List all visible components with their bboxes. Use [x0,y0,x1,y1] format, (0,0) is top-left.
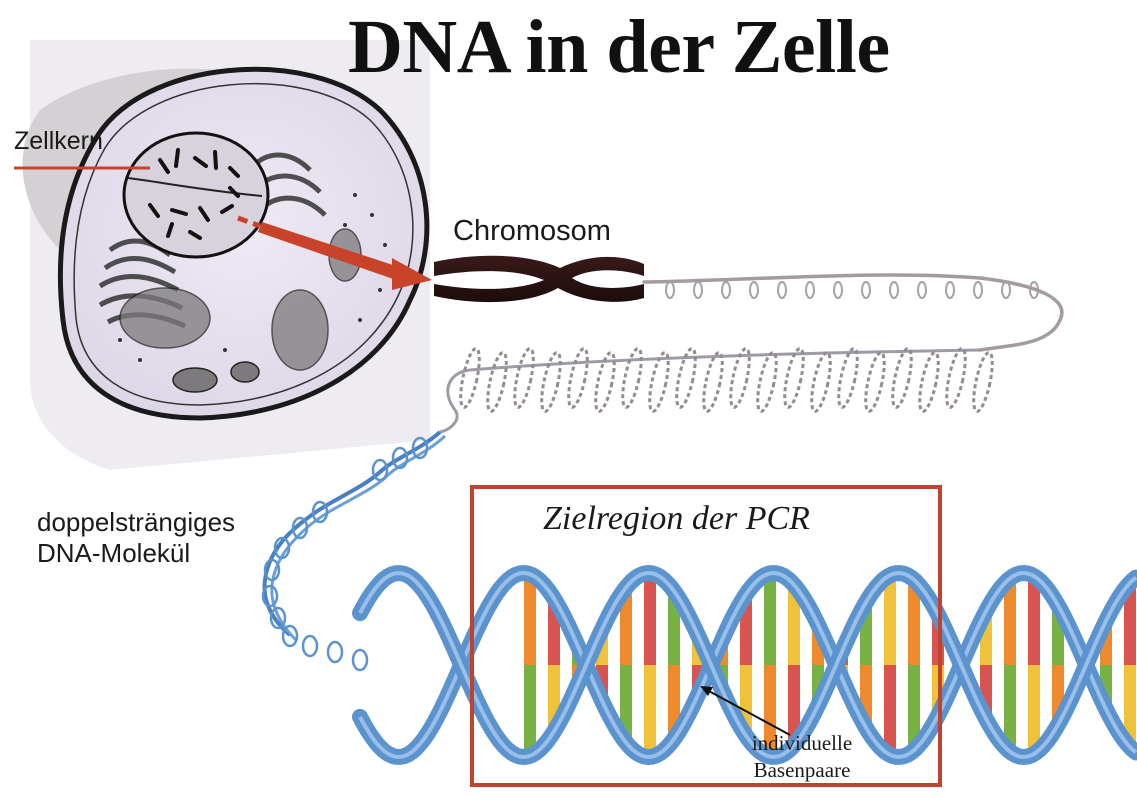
solenoid-loop [862,351,888,413]
label-pcr-region: Zielregion der PCR [543,500,810,538]
chromosome [434,256,644,302]
dna-coil-turn [283,626,297,646]
solenoid-loop [484,351,510,413]
base-pair-half [1004,584,1016,665]
base-pair-half [1004,665,1016,746]
chromatin-coil-turn [946,282,954,298]
solenoid-loop [889,347,915,409]
dna-coil-turn [328,642,342,662]
label-base-pairs-line1: individuelle [722,730,882,757]
dna-coil-turn [303,636,317,656]
solenoid-loop [700,351,726,413]
solenoid-loop [781,347,807,409]
chromatin-coil-turn [806,282,814,298]
solenoid-loop [970,351,996,413]
chromatin-coil-turn [694,282,702,298]
chromatin-coil-turn [890,282,898,298]
solenoid-loop [565,347,591,409]
base-pair-half [1028,582,1040,665]
solenoid-loop [457,347,483,409]
base-pair-half [1028,665,1040,748]
label-base-pairs: individuelle Basenpaare [722,730,882,785]
solenoid-loop [808,351,834,413]
cell-illustration [23,40,430,470]
solenoid-loop [916,351,942,413]
label-chromosom: Chromosom [453,214,611,249]
chromatin-coil-turn [834,282,842,298]
dna-coil-turn [353,650,367,670]
solenoid-loop [835,347,861,409]
chromatin-coil-turn [666,282,674,298]
solenoid-loop [538,351,564,413]
solenoid-loop [511,347,537,409]
label-dna-molecule-line1: doppelsträngiges [37,507,235,538]
solenoid-loop [754,351,780,413]
solenoid-loop [943,347,969,409]
label-dna-molecule-line2: DNA-Molekül [37,538,235,569]
chromatin-coil-turn [778,282,786,298]
chromatin-coil-turn [1002,282,1010,298]
chromatin-coil-turn [918,282,926,298]
label-dna-molecule: doppelsträngiges DNA-Molekül [37,507,235,569]
label-zellkern: Zellkern [14,126,103,156]
chromatin-coil-turn [974,282,982,298]
nucleus [124,133,268,257]
label-base-pairs-line2: Basenpaare [722,757,882,784]
chromatin-coil-turn [722,282,730,298]
chromatin-coil [644,275,1062,350]
chromatin-solenoids [457,282,1038,413]
chromatin-coil-turn [862,282,870,298]
page-title: DNA in der Zelle [348,4,890,91]
chromatin-coil-turn [750,282,758,298]
solenoid-loop [619,347,645,409]
